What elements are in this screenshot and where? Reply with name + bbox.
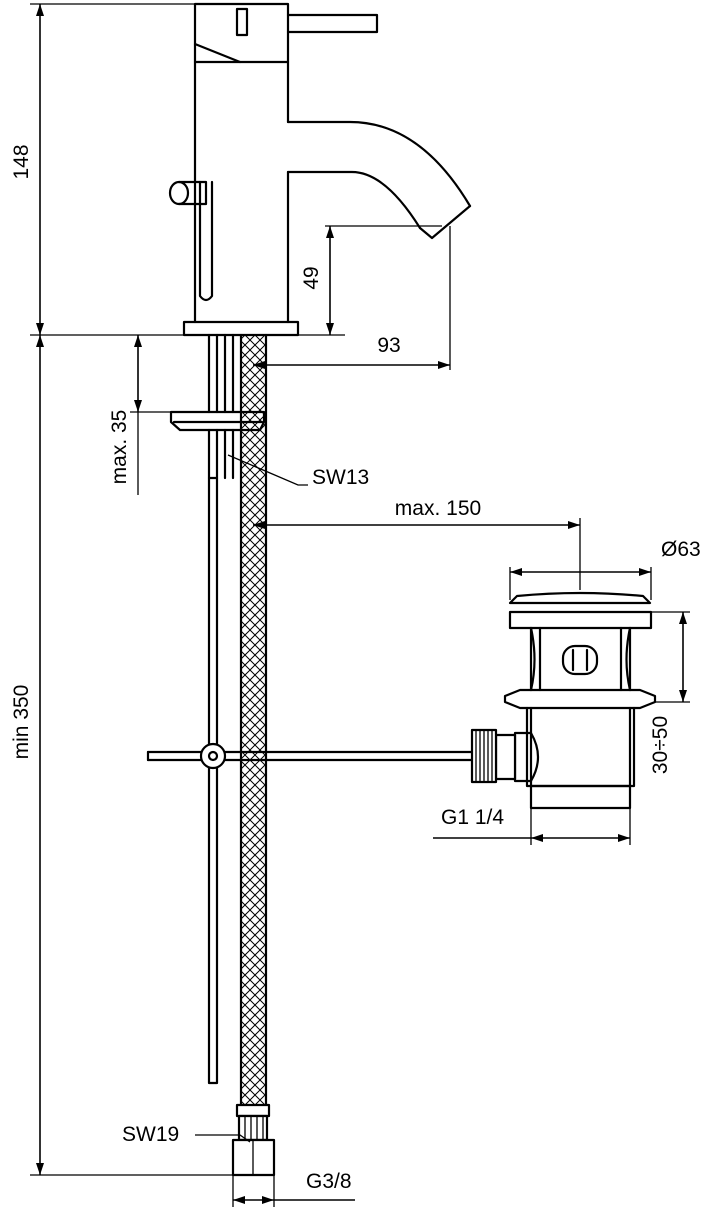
dim-label-30-50: 30÷50 xyxy=(649,716,672,774)
dimension-lines xyxy=(30,3,690,1207)
waste-valve xyxy=(470,591,657,810)
dim-label-max-35: max. 35 xyxy=(108,410,131,485)
dim-label-sw19: SW19 xyxy=(122,1123,179,1146)
dim-label-93: 93 xyxy=(377,334,400,357)
dim-label-49: 49 xyxy=(300,266,323,289)
dim-label-g3-8: G3/8 xyxy=(306,1170,352,1193)
dim-label-148: 148 xyxy=(10,144,33,179)
dim-label-sw13: SW13 xyxy=(312,466,369,489)
braided-hose xyxy=(231,333,276,1177)
dim-label-max-150: max. 150 xyxy=(395,497,481,520)
dim-label-diameter-63: Ø63 xyxy=(661,538,701,561)
dim-label-min-350: min 350 xyxy=(10,685,33,760)
pop-up-linkage xyxy=(146,742,474,770)
dim-label-g1-1-4: G1 1/4 xyxy=(441,806,504,829)
